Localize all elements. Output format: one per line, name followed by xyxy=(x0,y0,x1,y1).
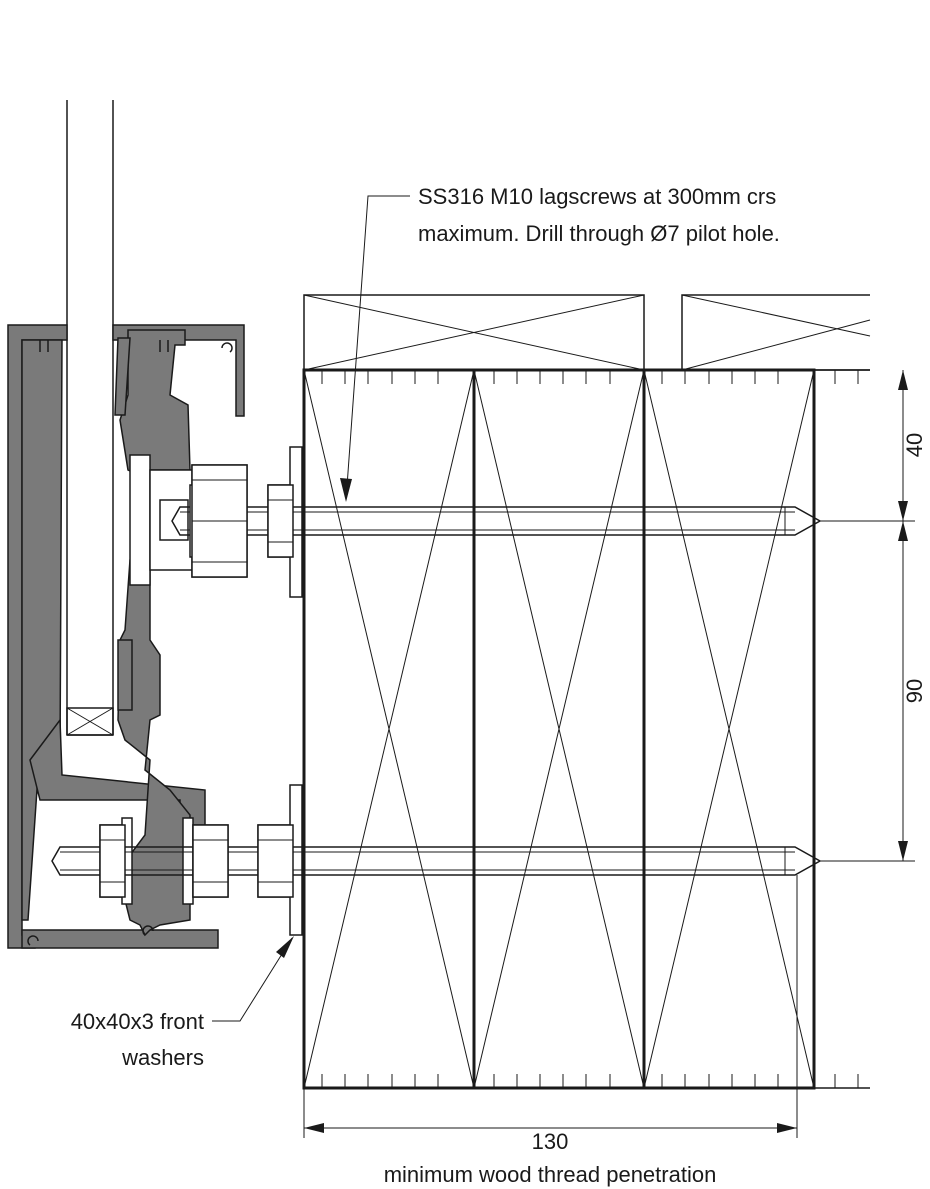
profile-hooks xyxy=(27,340,233,946)
lagscrew-note-line1: SS316 M10 lagscrews at 300mm crs xyxy=(418,184,776,209)
lower-lagscrew xyxy=(51,846,822,876)
vertical-dimension-lines xyxy=(820,370,915,862)
glass-panel xyxy=(66,100,114,736)
dimension-90: 90 xyxy=(902,679,927,703)
washer-note-line2: washers xyxy=(121,1045,204,1070)
setting-block xyxy=(66,707,114,736)
dimension-130: 130 xyxy=(532,1129,569,1154)
penetration-caption: minimum wood thread penetration xyxy=(384,1162,717,1187)
lagscrew-note-line2: maximum. Drill through Ø7 pilot hole. xyxy=(418,221,780,246)
lagscrew-leader xyxy=(340,195,410,502)
timber-joists xyxy=(302,368,870,1090)
aluminium-channel xyxy=(7,324,245,949)
washer-leader xyxy=(212,936,294,1022)
upper-bolt-nuts xyxy=(191,464,294,578)
dimension-40: 40 xyxy=(902,433,927,457)
decking-boards xyxy=(303,294,871,371)
lower-bolt-nuts xyxy=(99,824,294,898)
washer-note-line1: 40x40x3 front xyxy=(71,1009,204,1034)
horizontal-dimension-line xyxy=(303,875,798,1138)
